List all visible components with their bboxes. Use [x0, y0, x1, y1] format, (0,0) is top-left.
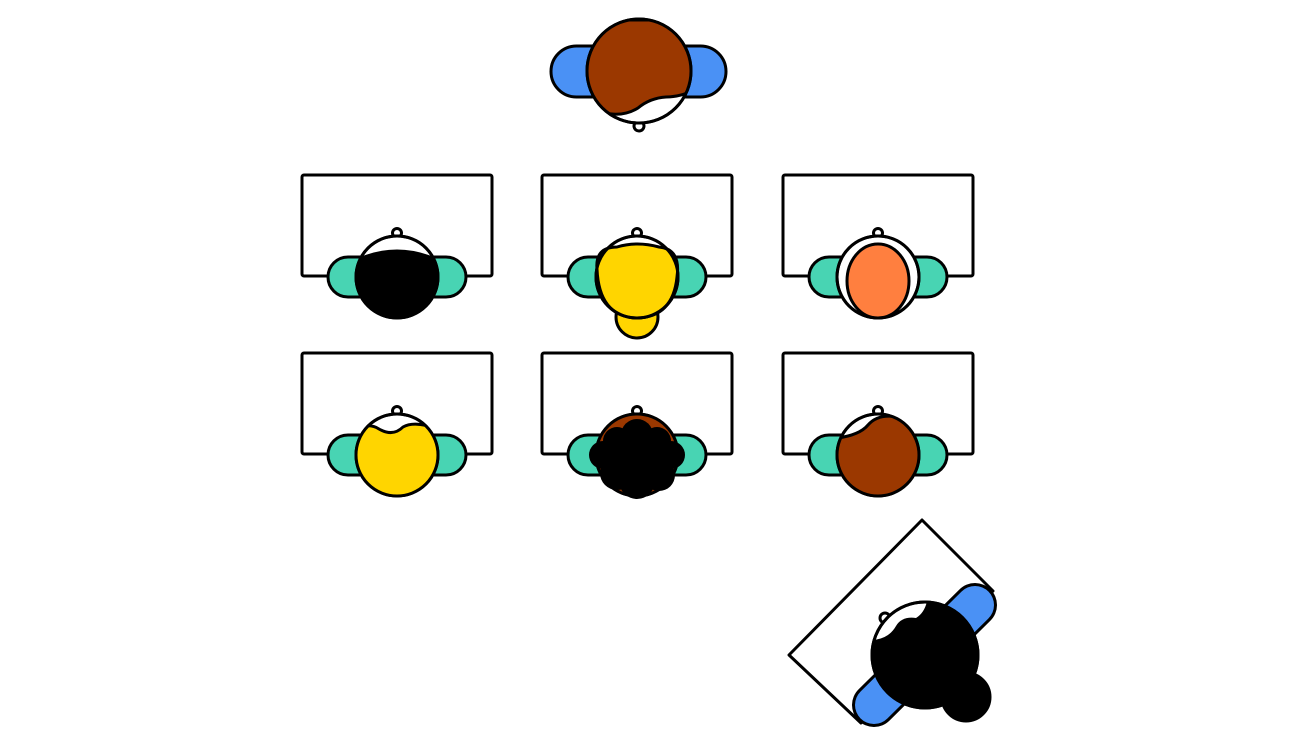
student-3: [781, 173, 975, 320]
head-outline: [835, 412, 921, 498]
hair-black: [356, 249, 438, 318]
hair-curl: [625, 437, 669, 481]
student-4: [300, 351, 494, 498]
teacher-head-outline: [585, 17, 693, 125]
teacher-hair: [587, 19, 691, 116]
students-grid: [300, 173, 975, 499]
head-outline: [594, 412, 680, 498]
student-6: [781, 351, 975, 498]
teacher-figure: [549, 17, 728, 133]
head-outline: [594, 234, 680, 320]
hair: [356, 249, 438, 318]
head-outline: [870, 600, 980, 710]
student-2: [540, 173, 734, 340]
head-outline: [354, 412, 440, 498]
hair-orange: [845, 242, 911, 320]
student-1: [300, 173, 494, 320]
student-5: [540, 351, 734, 499]
head-outline: [354, 234, 440, 320]
head-outline: [835, 234, 921, 320]
hair-black: [872, 602, 978, 708]
hair-brown: [587, 19, 691, 116]
hair: [872, 602, 978, 708]
student-rotated-desk: [787, 518, 997, 727]
